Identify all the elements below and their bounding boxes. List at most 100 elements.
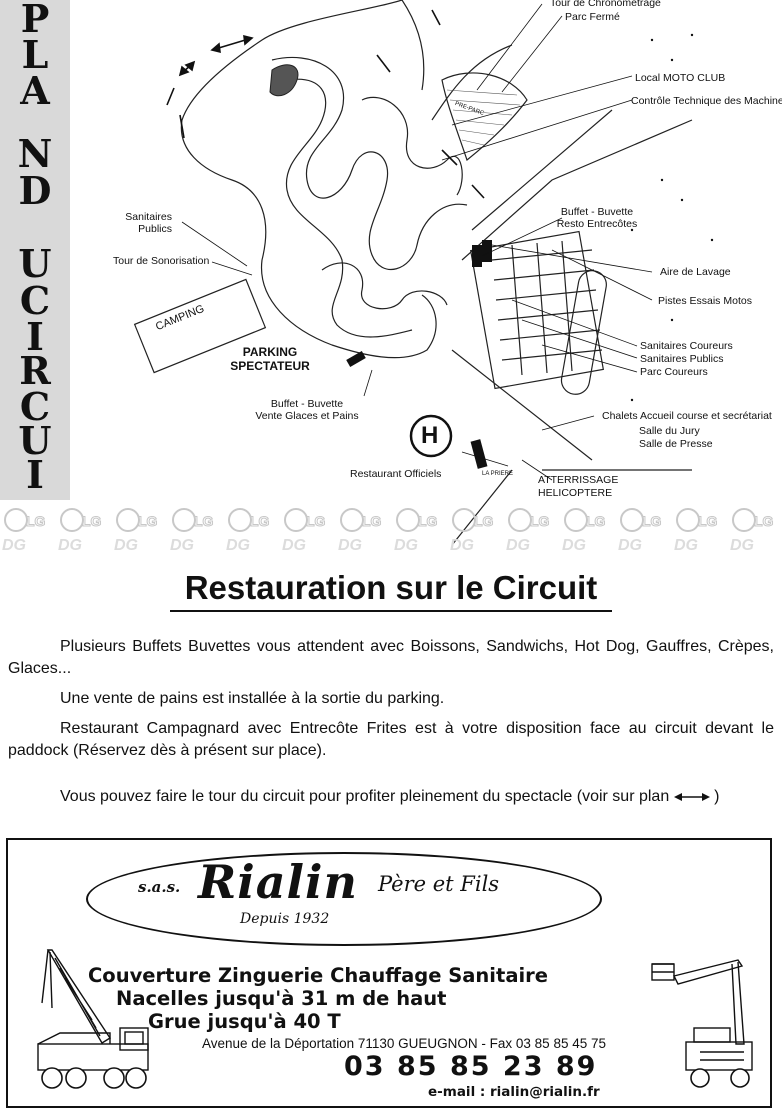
label-line: PARKING <box>242 345 298 359</box>
road-line <box>471 109 613 231</box>
label-salle-presse: Salle de Presse <box>639 438 713 450</box>
svg-text:LG: LG <box>194 513 214 529</box>
paragraph-tour-text: Vous pouvez faire le tour du circuit pou… <box>60 788 670 805</box>
svg-text:DG: DG <box>114 537 138 554</box>
svg-text:DG: DG <box>2 537 26 554</box>
label-chalets-accueil: Chalets Accueil course et secrétariat <box>602 410 772 422</box>
svg-text:LG: LG <box>474 513 494 529</box>
svg-text:LG: LG <box>642 513 662 529</box>
paddock-grid <box>511 240 573 376</box>
paragraph-buffets: Plusieurs Buffets Buvettes vous attenden… <box>8 638 774 677</box>
title-underline <box>170 610 612 612</box>
aerial-lift-truck-icon <box>651 959 753 1088</box>
label-buffet-resto: Buffet - Buvette Resto Entrecôtes <box>542 206 652 230</box>
svg-text:LG: LG <box>698 513 718 529</box>
road-line <box>461 119 693 261</box>
label-sanitaires-publics-b: Sanitaires Publics <box>640 353 724 365</box>
double-arrow-icon <box>673 792 710 801</box>
svg-text:LG: LG <box>586 513 606 529</box>
paragraph-tour-end: ) <box>714 788 720 805</box>
ad-address: Avenue de la Déportation 71130 GUEUGNON … <box>202 1036 606 1051</box>
svg-text:LG: LG <box>306 513 326 529</box>
ad-line-couverture: Couverture Zinguerie Chauffage Sanitaire <box>88 964 549 987</box>
title-letter: I <box>26 452 44 497</box>
helipad-circle <box>409 414 453 458</box>
label-la-priere: LA PRIERE <box>482 471 514 477</box>
circuit-drawing <box>133 0 714 545</box>
title-letter: I <box>26 314 44 359</box>
svg-text:LG: LG <box>362 513 382 529</box>
label-tour-sonorisation: Tour de Sonorisation <box>113 255 210 267</box>
svg-text:DG: DG <box>226 537 250 554</box>
track-line <box>285 78 413 338</box>
track-line <box>271 56 468 271</box>
logo-prefix: s.a.s. <box>138 878 181 896</box>
track-line <box>321 262 448 310</box>
label-parc-ferme: Parc Fermé <box>565 11 620 23</box>
label-helicoptere: HELICOPTERE <box>538 487 613 499</box>
label-line: Buffet - Buvette <box>560 206 634 218</box>
logo-brand: Rialin <box>198 855 358 909</box>
svg-text:DG: DG <box>170 537 194 554</box>
label-tour-chronometrage: Tour de Chronométrage <box>550 0 661 9</box>
logo-since: Depuis 1932 <box>240 911 330 927</box>
title-letter: P <box>20 0 50 41</box>
label-buffet-glaces: Buffet - Buvette Vente Glaces et Pains <box>242 398 372 422</box>
circuit-outline <box>180 0 437 359</box>
ad-line-nacelles: Nacelles jusqu'à 31 m de haut <box>116 987 447 1010</box>
label-controle-technique: Contrôle Technique des Machines <box>631 95 782 107</box>
paragraph-pains: Une vente de pains est installée à la so… <box>60 690 445 707</box>
paddock-grid <box>491 249 603 361</box>
label-parc-coureurs: Parc Coureurs <box>640 366 708 378</box>
paragraph-tour: Vous pouvez faire le tour du circuit pou… <box>8 786 774 808</box>
label-salle-jury: Salle du Jury <box>639 425 700 437</box>
rialin-advertisement: s.a.s. Rialin Père et Fils Depuis 1932 <box>6 838 772 1108</box>
svg-text:DG: DG <box>674 537 698 554</box>
label-sanitaires-coureurs: Sanitaires Coureurs <box>640 340 733 352</box>
track-line <box>361 96 463 196</box>
section-title: Restauration sur le Circuit <box>184 569 598 606</box>
circuit-map: Tour de Chronométrage Parc Fermé Local M… <box>72 0 782 545</box>
ad-phone: 03 85 85 23 89 <box>344 1051 598 1082</box>
road-line <box>431 44 513 121</box>
label-sanitaires-publics: Sanitaires Publics <box>102 211 172 235</box>
label-line: SPECTATEUR <box>230 359 310 373</box>
svg-text:DG: DG <box>730 537 754 554</box>
label-line: Buffet - Buvette <box>270 398 344 410</box>
title-band: P L A N D U C I R C U I <box>0 0 70 500</box>
svg-text:LG: LG <box>138 513 158 529</box>
title-letter: D <box>18 168 52 213</box>
label-local-moto-club: Local MOTO CLUB <box>635 72 726 84</box>
svg-text:LG: LG <box>530 513 550 529</box>
label-line: Vente Glaces et Pains <box>255 410 359 422</box>
svg-text:DG: DG <box>338 537 362 554</box>
buildings <box>346 240 492 469</box>
logo-suffix: Père et Fils <box>378 872 500 896</box>
leader-lines <box>181 3 653 481</box>
helipad-letter: H <box>421 422 439 449</box>
crane-truck-icon <box>37 949 149 1089</box>
pre-parc-area <box>441 72 528 162</box>
svg-text:LG: LG <box>26 513 46 529</box>
svg-text:LG: LG <box>82 513 102 529</box>
title-letter: C <box>19 278 51 323</box>
title-letter: N <box>17 131 53 176</box>
road-line <box>451 469 513 545</box>
svg-text:DG: DG <box>282 537 306 554</box>
svg-text:DG: DG <box>562 537 586 554</box>
svg-text:DG: DG <box>394 537 418 554</box>
ad-line-grue: Grue jusqu'à 40 T <box>148 1010 341 1033</box>
